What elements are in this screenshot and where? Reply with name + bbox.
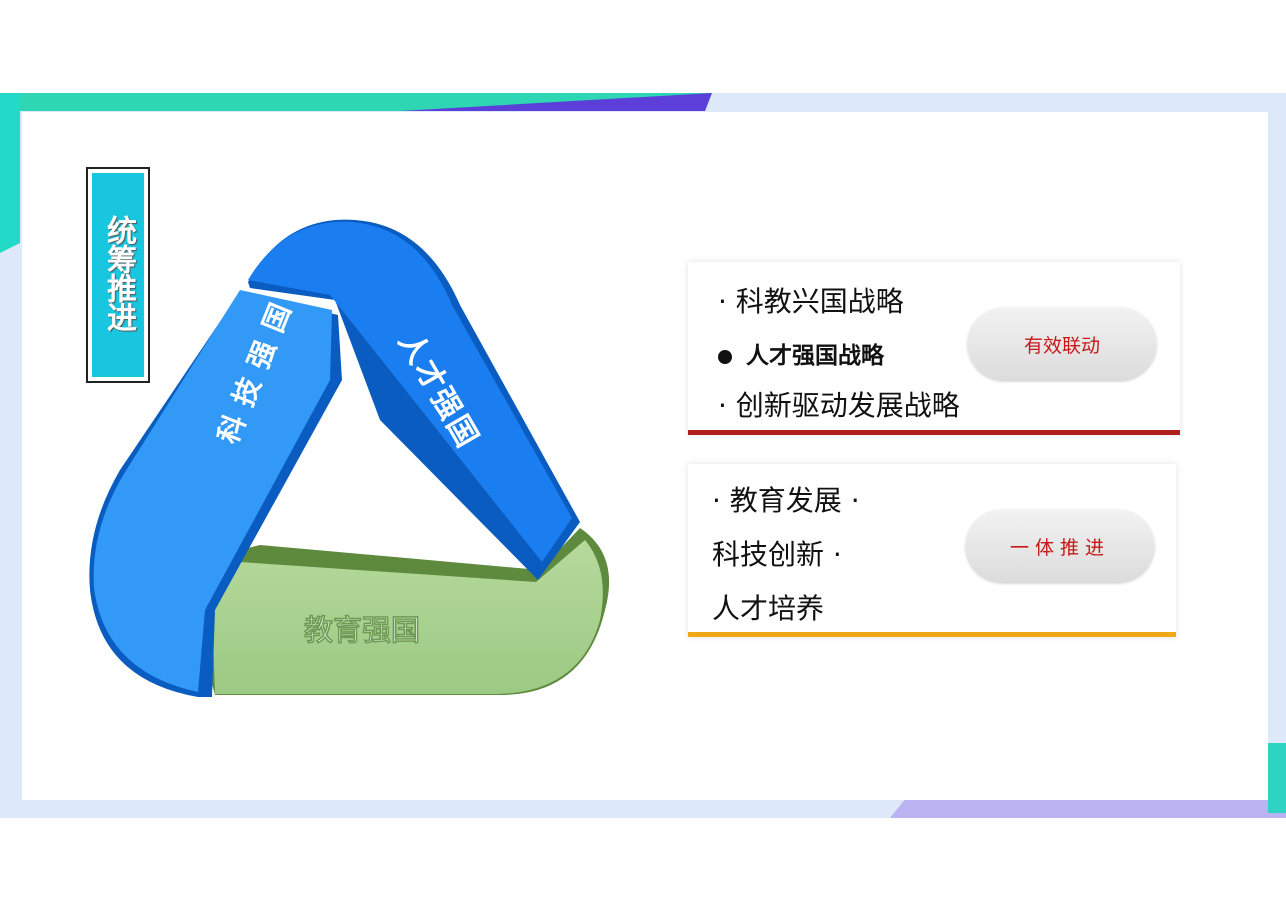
right-teal-band	[1268, 743, 1286, 813]
integration-text: · 教育发展 · 科技创新 · 人才培养	[712, 484, 860, 625]
bullet-dot	[718, 350, 732, 364]
vertical-title-box: 统筹推进	[86, 167, 150, 383]
right-arm	[248, 221, 572, 562]
left-teal-band	[0, 93, 20, 253]
green-arm	[212, 540, 603, 694]
strategy-line-3: · 创新驱动发展战略	[718, 389, 960, 422]
effective-linkage-pill: 有效联动	[968, 308, 1156, 380]
vertical-title: 统筹推进	[92, 173, 144, 377]
integrated-advance-pill: 一体推进	[966, 510, 1154, 582]
top-purple-stripe	[400, 93, 712, 111]
strategy-line-2-text: 人才强国战略	[746, 342, 884, 369]
integration-card	[688, 464, 1176, 637]
left-arm	[93, 290, 332, 692]
strategy-line-1: · 科教兴国战略	[718, 285, 904, 318]
slide-background	[0, 93, 1286, 818]
strategy-triangle: 人才强国 科技强国 教育强国	[89, 219, 610, 697]
strategy-line-2: 人才强国战略	[718, 336, 884, 370]
bottom-label: 教育强国	[304, 613, 420, 647]
